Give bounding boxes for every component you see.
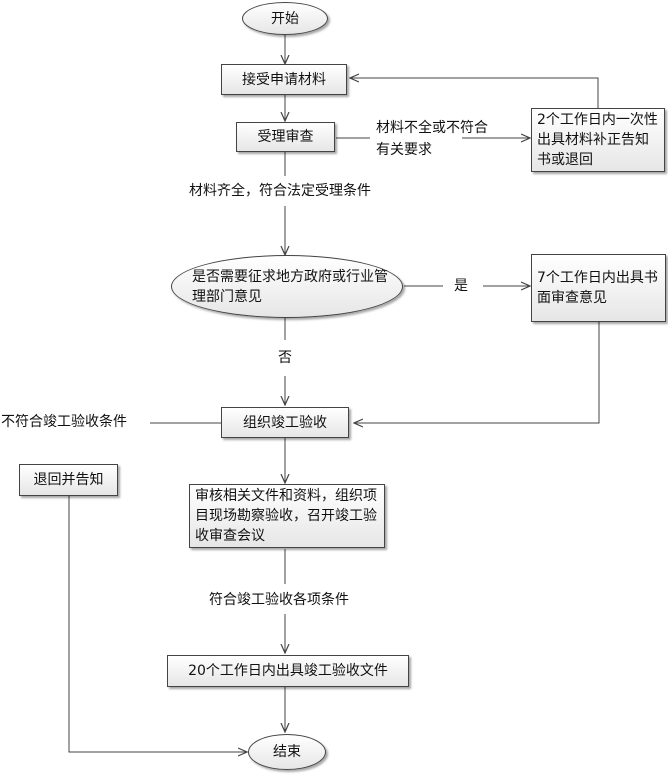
not-qualified-label: 不符合竣工验收条件	[1, 414, 127, 430]
issue-document-label: 20个工作日内出具竣工验收文件	[188, 663, 388, 679]
supplement-notice-node: 2个工作日内一次性出具材料补正告知书或退回	[531, 108, 665, 172]
supplement-notice-label: 2个工作日内一次性出具材料补正告知书或退回	[537, 112, 658, 168]
receive-node: 接受申请材料	[221, 64, 347, 95]
organize-inspection-node: 组织竣工验收	[221, 407, 349, 438]
written-opinion-label: 7个工作日内出具书面审查意见	[537, 270, 658, 306]
complete-label: 材料齐全，符合法定受理条件	[189, 183, 371, 199]
no-label: 否	[278, 350, 292, 366]
return-notify-node: 退回并告知	[19, 464, 118, 496]
arrow-return-to-end	[68, 496, 247, 752]
arrow-supplement-to-receive	[350, 78, 599, 108]
consult-question-node: 是否需要征求地方政府或行业管理部门意见	[171, 255, 403, 318]
end-node: 结束	[248, 734, 326, 770]
end-label: 结束	[273, 744, 301, 760]
start-node: 开始	[242, 2, 328, 35]
review-label: 受理审查	[257, 129, 314, 145]
return-notify-label: 退回并告知	[33, 472, 104, 488]
review-node: 受理审查	[236, 122, 335, 152]
yes-label: 是	[454, 278, 468, 294]
organize-inspection-label: 组织竣工验收	[243, 414, 327, 431]
issue-document-node: 20个工作日内出具竣工验收文件	[167, 655, 409, 687]
incomplete-label: 材料不全或不符合有关要求	[376, 120, 488, 158]
qualified-label: 符合竣工验收各项条件	[209, 592, 349, 608]
arrow-opinion-to-organize	[354, 322, 600, 423]
consult-question-label: 是否需要征求地方政府或行业管理部门意见	[192, 268, 388, 305]
audit-meeting-label: 审核相关文件和资料，组织项目现场勘察验收，召开竣工验收审查会议	[195, 488, 377, 544]
start-label: 开始	[271, 10, 299, 27]
audit-meeting-node: 审核相关文件和资料，组织项目现场勘察验收，召开竣工验收审查会议	[189, 484, 385, 548]
receive-label: 接受申请材料	[242, 71, 326, 88]
written-opinion-node: 7个工作日内出具书面审查意见	[531, 254, 666, 322]
